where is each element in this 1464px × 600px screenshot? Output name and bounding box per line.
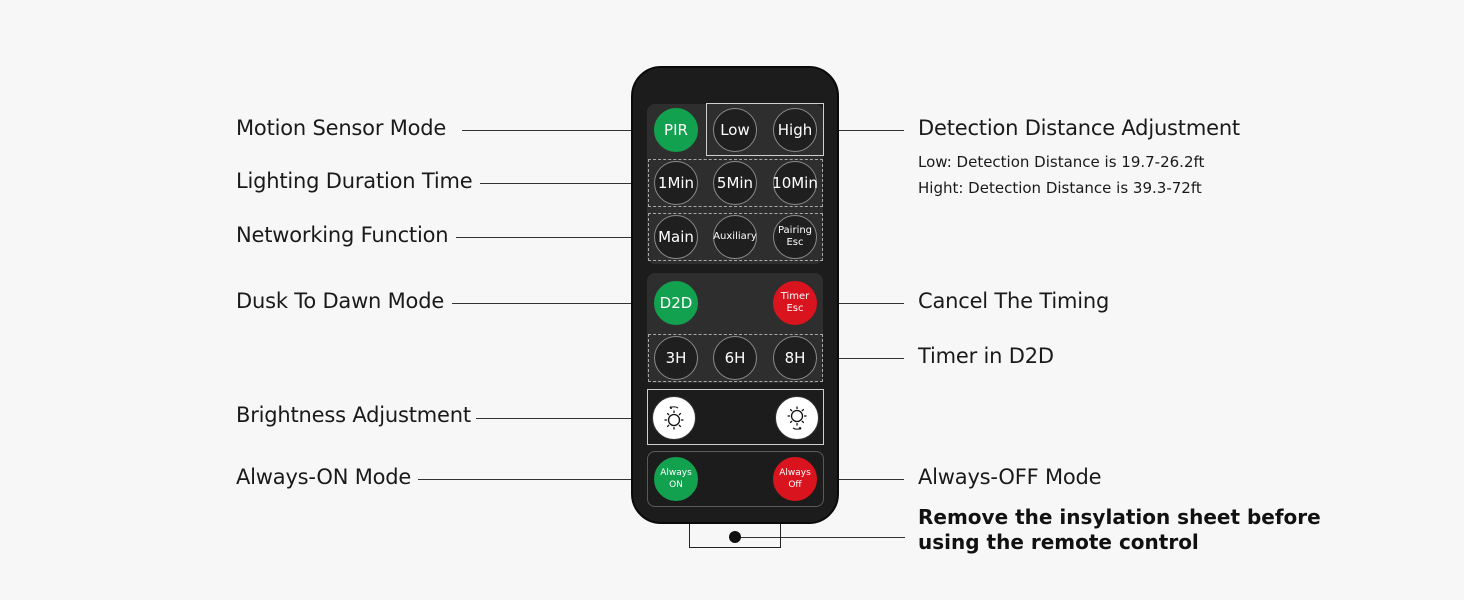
brightness-up-button[interactable] [775,396,819,440]
label-networking-function: Networking Function [236,223,449,247]
detection-distance-group [706,103,824,156]
timer-esc-button[interactable]: Timer Esc [773,281,817,325]
brightness-up-icon [787,406,807,430]
note-detection-low: Low: Detection Distance is 19.7-26.2ft [918,153,1205,171]
brightness-down-icon [664,406,684,430]
label-always-on-mode: Always-ON Mode [236,465,412,489]
note-line-2: using the remote control [918,530,1199,554]
high-button[interactable]: High [773,108,817,152]
leader-line [818,358,904,359]
8h-button[interactable]: 8H [773,336,817,380]
pairing-esc-button[interactable]: Pairing Esc [773,215,817,259]
brightness-down-button[interactable] [652,396,696,440]
10min-button[interactable]: 10Min [772,161,818,205]
leader-line [476,418,652,419]
leader-line [462,130,652,131]
leader-line [818,479,904,480]
note-remove-insulation: Remove the insylation sheet before using… [918,505,1321,555]
pir-button[interactable]: PIR [654,108,698,152]
always-mode-group [647,451,824,507]
main-button[interactable]: Main [654,215,698,259]
3h-button[interactable]: 3H [654,336,698,380]
networking-group [648,213,823,261]
1min-button[interactable]: 1Min [654,161,698,205]
insulation-pull-point [729,531,741,543]
leader-line [452,303,652,304]
leader-line [822,130,904,131]
label-detection-distance-adjustment: Detection Distance Adjustment [918,116,1240,140]
5min-button[interactable]: 5Min [713,161,757,205]
note-detection-high: Hight: Detection Distance is 39.3-72ft [918,179,1202,197]
leader-line [456,237,652,238]
leader-line [735,537,905,538]
leader-line [818,303,904,304]
label-brightness-adjustment: Brightness Adjustment [236,403,471,427]
leader-line [418,479,652,480]
auxiliary-button[interactable]: Auxiliary [713,215,757,259]
d2d-timer-group [648,334,823,382]
leader-line [480,183,652,184]
label-lighting-duration-time: Lighting Duration Time [236,169,473,193]
label-motion-sensor-mode: Motion Sensor Mode [236,116,447,140]
note-line-1: Remove the insylation sheet before [918,505,1321,529]
label-always-off-mode: Always-OFF Mode [918,465,1102,489]
label-timer-in-d2d: Timer in D2D [918,344,1054,368]
insulation-sheet-tab[interactable] [689,524,781,548]
low-button[interactable]: Low [713,108,757,152]
brightness-group [647,389,824,445]
label-cancel-the-timing: Cancel The Timing [918,289,1110,313]
label-dusk-to-dawn-mode: Dusk To Dawn Mode [236,289,445,313]
6h-button[interactable]: 6H [713,336,757,380]
always-off-button[interactable]: Always Off [773,457,817,501]
lighting-duration-group [648,159,823,207]
d2d-button[interactable]: D2D [654,281,698,325]
always-on-button[interactable]: Always ON [654,457,698,501]
